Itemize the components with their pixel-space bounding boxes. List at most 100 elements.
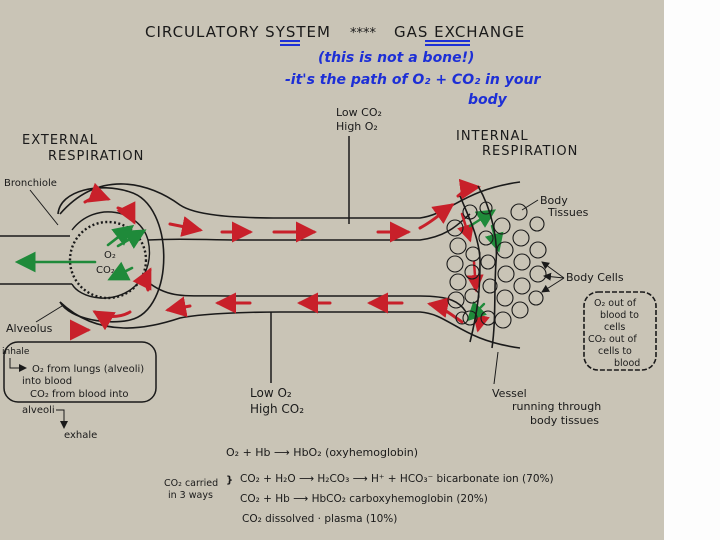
body-cells-pointer-3 xyxy=(541,277,565,293)
top-vessel-label-2: High O₂ xyxy=(336,120,378,133)
body-cell xyxy=(513,277,531,295)
body-cell xyxy=(449,273,467,291)
body-cell xyxy=(529,216,545,232)
flow-arrow xyxy=(92,310,132,331)
gas-arrow xyxy=(116,229,147,249)
bottom-vessel-label-2: High CO₂ xyxy=(250,402,304,416)
body-cell xyxy=(528,290,544,306)
vessel-bottom-inner xyxy=(147,281,467,313)
flow-arrow xyxy=(165,296,192,318)
tissue-capillary-right xyxy=(477,185,498,349)
body-cell xyxy=(529,241,547,259)
right-margin xyxy=(664,0,720,540)
inhale-line-2: into blood xyxy=(22,376,72,387)
internal-label-2: RESPIRATION xyxy=(482,144,578,159)
vessel-label-1: Vessel xyxy=(492,387,527,400)
gas-arrow xyxy=(106,224,135,247)
flow-arrow xyxy=(466,260,484,293)
external-label-1: EXTERNAL xyxy=(22,133,98,148)
body-cell xyxy=(497,265,515,283)
body-cells-pointer-2 xyxy=(543,272,565,281)
vessel-label-2: running through xyxy=(512,400,601,413)
external-label-2: RESPIRATION xyxy=(48,149,144,164)
body-cell xyxy=(511,301,529,319)
inhale-line-4: alveoli xyxy=(22,405,55,416)
flow-arrow xyxy=(457,212,474,243)
flow-arrow xyxy=(132,267,152,292)
bottom-vessel-label-1: Low O₂ xyxy=(250,386,292,400)
flow-arrow xyxy=(116,201,136,225)
inhale-box xyxy=(3,341,157,403)
body-cell xyxy=(446,219,464,237)
body-cell xyxy=(462,310,478,326)
right-info-box xyxy=(583,291,657,371)
vessel-top-outer xyxy=(59,181,521,219)
flow-arrow xyxy=(456,178,481,200)
co2-carried-2: in 3 ways xyxy=(168,490,213,501)
body-cell xyxy=(455,311,469,325)
body-tissues-pointer xyxy=(521,199,539,211)
body-cell xyxy=(464,264,480,280)
right-box-line-4: CO₂ out of xyxy=(588,334,637,345)
gas-arrow xyxy=(107,261,134,281)
alveolus-o2: O₂ xyxy=(104,250,116,261)
flow-arrow xyxy=(168,216,203,237)
equation-2: CO₂ + H₂O ⟶ H₂CO₃ ⟶ H⁺ + HCO₃⁻ bicarbona… xyxy=(240,473,554,485)
vessel-label-3: body tissues xyxy=(530,414,599,427)
right-box-line-3: cells xyxy=(604,322,625,333)
equation-1: O₂ + Hb ⟶ HbO₂ (oxyhemoglobin) xyxy=(226,446,418,459)
body-cell xyxy=(496,241,514,259)
body-cells-label: Body Cells xyxy=(566,271,624,284)
alveolus-pointer xyxy=(35,305,63,323)
body-cells xyxy=(446,201,547,329)
bronchiole-pointer xyxy=(29,189,59,226)
body-cell xyxy=(482,278,498,294)
title-main: CIRCULATORY SYSTEM xyxy=(145,23,331,41)
body-cell xyxy=(447,291,465,309)
note-line-2: -it's the path of O₂ + CO₂ in your xyxy=(285,72,541,88)
title-stars: **** xyxy=(350,26,377,41)
internal-label-1: INTERNAL xyxy=(456,129,529,144)
alveolus-cells xyxy=(68,220,148,300)
exhale-label: exhale xyxy=(64,430,97,441)
red-flow-arrows-bottom xyxy=(70,267,464,341)
vessel-bottom-outer xyxy=(59,301,521,349)
body-tissues-label-1: Body xyxy=(540,194,568,207)
body-cell xyxy=(449,237,467,255)
flow-arrow xyxy=(418,203,455,230)
right-box-line-6: blood xyxy=(614,358,640,369)
alveolus-label: Alveolus xyxy=(6,322,53,335)
body-cell xyxy=(446,255,464,273)
body-cell xyxy=(510,203,528,221)
alveolus-co2: CO₂ xyxy=(96,265,115,276)
body-cell xyxy=(480,254,496,270)
red-flow-arrows-top xyxy=(83,178,481,243)
inhale-arrow xyxy=(9,358,27,372)
body-cell xyxy=(513,253,531,271)
body-cell xyxy=(465,246,481,262)
inhale-line-1: O₂ from lungs (alveoli) xyxy=(32,364,144,375)
note-line-3: body xyxy=(468,92,508,108)
brace: } xyxy=(226,475,233,486)
body-cell xyxy=(493,217,511,235)
tissue-capillary-left xyxy=(459,195,481,343)
gas-exchange-diagram: CIRCULATORY SYSTEM **** GAS EXCHANGE (th… xyxy=(0,23,657,525)
right-box-line-2: blood to xyxy=(600,310,639,321)
note-line-1: (this is not a bone!) xyxy=(318,50,474,66)
inhale-line-3: CO₂ from blood into xyxy=(30,389,129,400)
body-cells-pointer-1 xyxy=(541,261,565,279)
flow-arrow xyxy=(427,297,464,324)
title-sub: GAS EXCHANGE xyxy=(394,23,525,41)
body-cell xyxy=(529,265,547,283)
body-cell xyxy=(464,288,480,304)
body-cell xyxy=(478,230,494,246)
flow-arrow xyxy=(83,182,111,204)
bronchiole-label: Bronchiole xyxy=(4,178,57,189)
right-box-line-5: cells to xyxy=(598,346,632,357)
body-tissues-label-2: Tissues xyxy=(547,206,589,219)
right-box-line-1: O₂ out of xyxy=(594,298,637,309)
body-cell xyxy=(480,310,496,326)
exhale-arrow xyxy=(56,409,68,429)
body-cell xyxy=(512,229,530,247)
body-cell xyxy=(496,289,514,307)
